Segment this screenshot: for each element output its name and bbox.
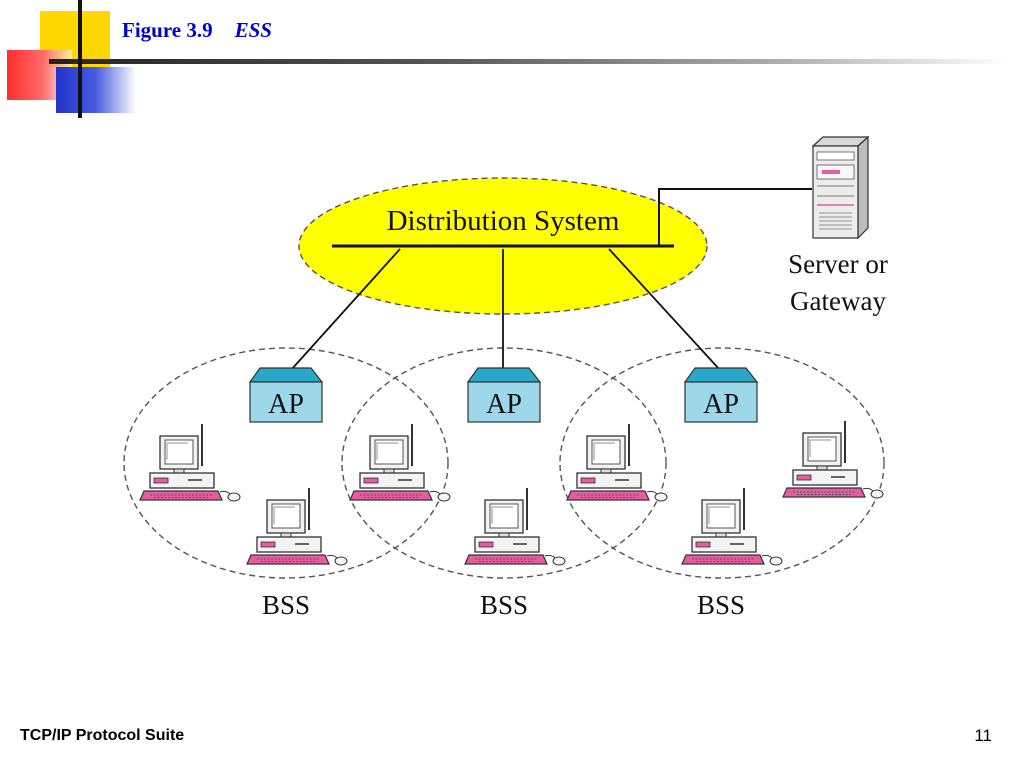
figure-number: Figure 3.9 (122, 18, 213, 42)
server-label-line2: Gateway (790, 286, 886, 316)
slide-decoration-vertical-rule (78, 0, 82, 118)
distribution-system-label: Distribution System (387, 205, 620, 237)
bss-label-right: BSS (697, 590, 745, 620)
ap-label: AP (703, 389, 739, 420)
bss-label-left: BSS (262, 590, 310, 620)
slide-decoration-horizontal-rule (49, 59, 1009, 64)
slide-decoration-blue-square (56, 67, 136, 113)
page-number: 11 (974, 726, 992, 745)
ap-link-left (290, 248, 401, 371)
server-label-line1: Server or (788, 249, 888, 279)
footer-book-title: TCP/IP Protocol Suite (20, 727, 185, 744)
wireless-station-icon (464, 487, 566, 566)
wireless-station-icon (782, 420, 884, 499)
bss-area-left (123, 347, 449, 579)
access-point-right: AP (683, 367, 759, 423)
bss-area-center (341, 347, 667, 579)
ap-label: AP (268, 389, 304, 420)
wireless-station-icon (681, 487, 783, 566)
figure-name: ESS (234, 18, 272, 42)
server-link (658, 188, 812, 246)
access-point-center: AP (466, 367, 542, 423)
ap-link-right (608, 248, 721, 371)
wireless-station-icon (349, 423, 451, 502)
bss-area-right (559, 347, 885, 579)
access-point-left: AP (248, 367, 324, 423)
wireless-station-icon (566, 423, 668, 502)
bss-label-center: BSS (480, 590, 528, 620)
server-icon (811, 135, 870, 240)
wireless-station-icon (246, 487, 348, 566)
ap-label: AP (486, 389, 522, 420)
wireless-station-icon (139, 423, 241, 502)
slide-title: Figure 3.9 ESS (122, 18, 272, 43)
